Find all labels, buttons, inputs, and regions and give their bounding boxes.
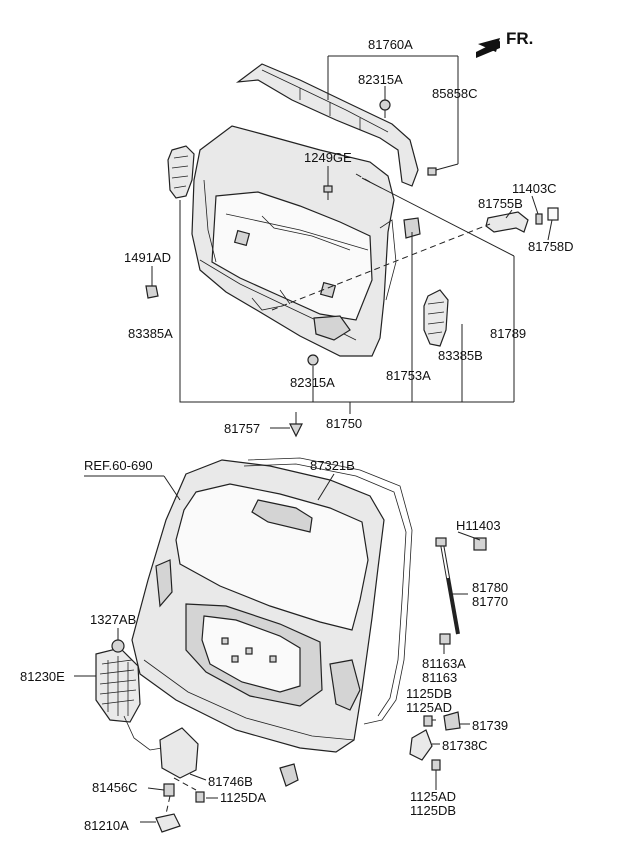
tailgate-panel	[131, 459, 385, 753]
label-81770: 81770	[472, 594, 508, 609]
bolt-81456C	[163, 783, 175, 797]
label-81753A: 81753A	[386, 368, 431, 383]
upper-leader-lines	[151, 55, 553, 429]
bracket-81210A	[155, 813, 181, 833]
label-1125AD-bottom: 1125AD	[410, 789, 456, 804]
front-direction-arrow-icon	[476, 38, 500, 58]
bracket-81163A	[439, 633, 451, 645]
label-1125DB-top: 1125DB	[406, 686, 452, 701]
grommet-1327AB	[111, 639, 125, 653]
cap-81758D	[547, 207, 559, 221]
side-cover-83385A	[167, 145, 195, 199]
latch-81746B	[159, 727, 199, 779]
label-1125DB-bottom: 1125DB	[410, 803, 456, 818]
center-hinge-bracket	[279, 763, 299, 787]
label-83385B: 83385B	[438, 348, 483, 363]
label-81230E: 81230E	[20, 669, 65, 684]
label-81780: 81780	[472, 580, 508, 595]
inner-trim-panel-81750	[191, 125, 397, 357]
clip-85858C	[427, 167, 437, 176]
label-reference: REF.60-690	[84, 458, 153, 473]
side-cover-83385B-ribs	[427, 301, 445, 335]
front-direction-label: FR.	[506, 29, 533, 48]
label-1125DA: 1125DA	[220, 790, 266, 805]
screw-1125DA	[195, 791, 205, 803]
label-H11403: H11403	[456, 518, 501, 533]
side-cover-83385B	[423, 289, 449, 347]
label-83385A: 83385A	[128, 326, 173, 341]
label-81760A: 81760A	[368, 37, 413, 52]
weatherstrip-87321B	[247, 457, 413, 725]
label-11403C: 11403C	[512, 181, 557, 196]
label-1125AD-top: 1125AD	[406, 700, 452, 715]
label-82315A-top: 82315A	[358, 72, 403, 87]
clip-82315A-bottom	[307, 354, 319, 366]
clip-81753A	[403, 217, 421, 239]
label-1491AD: 1491AD	[124, 250, 171, 265]
label-82315A-bottom: 82315A	[290, 375, 335, 390]
label-81750: 81750	[326, 416, 362, 431]
hinge-81738C	[409, 729, 433, 761]
gas-strut-81780-81770	[435, 537, 460, 635]
clip-1491AD	[145, 285, 159, 299]
label-81738C: 81738C	[442, 738, 488, 753]
latch-actuator-81230E	[95, 647, 141, 723]
clip-81757	[289, 423, 303, 438]
upper-trim-81760A	[235, 63, 419, 187]
striker-81739	[443, 711, 461, 731]
label-81163: 81163	[422, 670, 457, 685]
bolt-1125AD-top	[423, 715, 433, 727]
bolt-H11403	[473, 537, 487, 551]
label-81758D: 81758D	[528, 239, 574, 254]
label-81757: 81757	[224, 421, 260, 436]
clip-82315A-top	[379, 99, 391, 118]
latch-cable	[123, 715, 163, 751]
label-81746B: 81746B	[208, 774, 253, 789]
side-cover-83385A-ribs	[171, 155, 189, 189]
handle-81755B	[485, 211, 529, 233]
label-85858C: 85858C	[432, 86, 478, 101]
label-81789: 81789	[490, 326, 526, 341]
label-1327AB: 1327AB	[90, 612, 136, 627]
lower-leader-lines	[74, 473, 481, 823]
bolt-1125AD-bottom	[431, 759, 441, 771]
label-81739: 81739	[472, 718, 508, 733]
label-81456C: 81456C	[92, 780, 138, 795]
screw-11403C	[535, 213, 543, 225]
label-87321B: 87321B	[310, 458, 355, 473]
weatherstrip-87321B-inner	[243, 463, 407, 717]
label-81163A: 81163A	[422, 656, 466, 671]
label-81210A: 81210A	[84, 818, 129, 833]
label-1249GE: 1249GE	[304, 150, 352, 165]
label-81755B: 81755B	[478, 196, 523, 211]
